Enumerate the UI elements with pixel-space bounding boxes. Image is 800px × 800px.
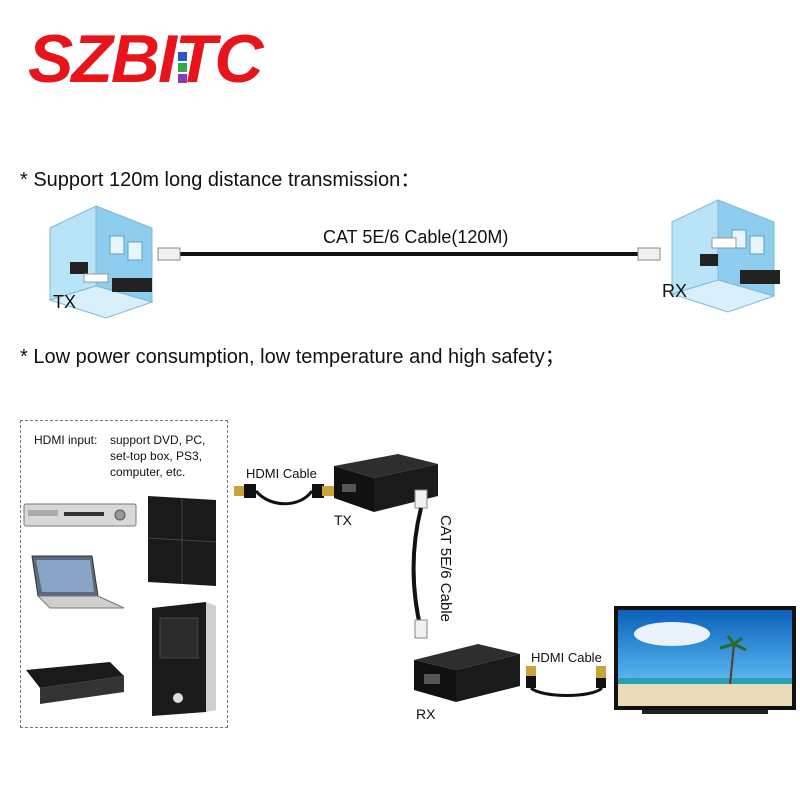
pc-tower-icon	[152, 602, 216, 716]
top-cable-label: CAT 5E/6 Cable(120M)	[323, 227, 509, 247]
hdmi-input-desc-3: computer, etc.	[110, 465, 186, 479]
source-devices	[23, 496, 217, 716]
hdmi-cable-left-label: HDMI Cable	[246, 466, 317, 481]
rx-extender-icon	[414, 644, 520, 702]
rx-label: RX	[416, 706, 436, 722]
hdmi-cable-left	[234, 484, 334, 506]
source-devices-box	[20, 420, 228, 728]
tx-label: TX	[334, 512, 352, 528]
tv-display-icon	[614, 606, 796, 714]
set-top-box-icon	[26, 662, 124, 704]
brand-logo: SZBITC	[28, 21, 264, 97]
feature-distance: * Support 120m long distance transmissio…	[20, 169, 421, 191]
top-tx-label: TX	[53, 292, 77, 312]
rj45-connector-right	[637, 247, 661, 261]
laptop-icon	[31, 555, 125, 609]
cat-cable-vertical-label: CAT 5E/6 Cable	[437, 515, 454, 622]
rx-room-icon	[670, 199, 780, 313]
cat-cable-vertical	[411, 489, 428, 639]
rj45-connector-left	[157, 247, 181, 261]
hdmi-cable-right	[526, 666, 606, 697]
hdmi-input-label: HDMI input:	[34, 433, 98, 447]
top-diagram	[48, 199, 780, 319]
hdmi-input-desc-2: set-top box, PS3,	[110, 449, 203, 463]
top-rx-label: RX	[662, 281, 688, 301]
dvd-player-icon	[23, 503, 137, 527]
hdmi-cable-right-label: HDMI Cable	[531, 650, 602, 665]
hdmi-input-desc-1: support DVD, PC,	[110, 433, 206, 447]
logo-accent-squares	[178, 52, 188, 92]
tx-room-icon	[48, 205, 154, 319]
game-console-icon	[147, 496, 217, 586]
feature-power: * Low power consumption, low temperature…	[20, 346, 565, 368]
